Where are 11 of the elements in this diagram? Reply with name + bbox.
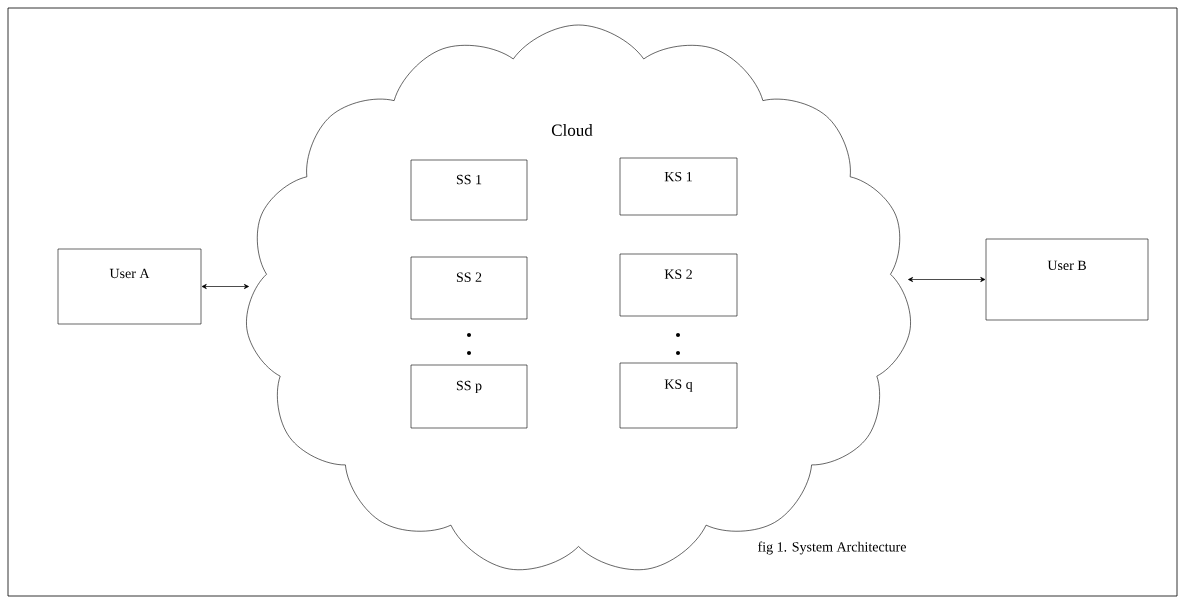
- arrow: [201, 284, 249, 289]
- arrow: [908, 277, 986, 282]
- server-box: SS p: [410, 364, 528, 429]
- server-box: KS 2: [619, 253, 738, 317]
- user-box: User B: [985, 238, 1149, 321]
- server-box: SS 1: [410, 159, 528, 221]
- caption: fig 1. System Architecture: [758, 541, 906, 555]
- server-box: KS q: [619, 362, 738, 429]
- server-box: SS 2: [410, 256, 528, 320]
- server-box: KS 1: [619, 157, 738, 216]
- user-box: User A: [57, 248, 202, 325]
